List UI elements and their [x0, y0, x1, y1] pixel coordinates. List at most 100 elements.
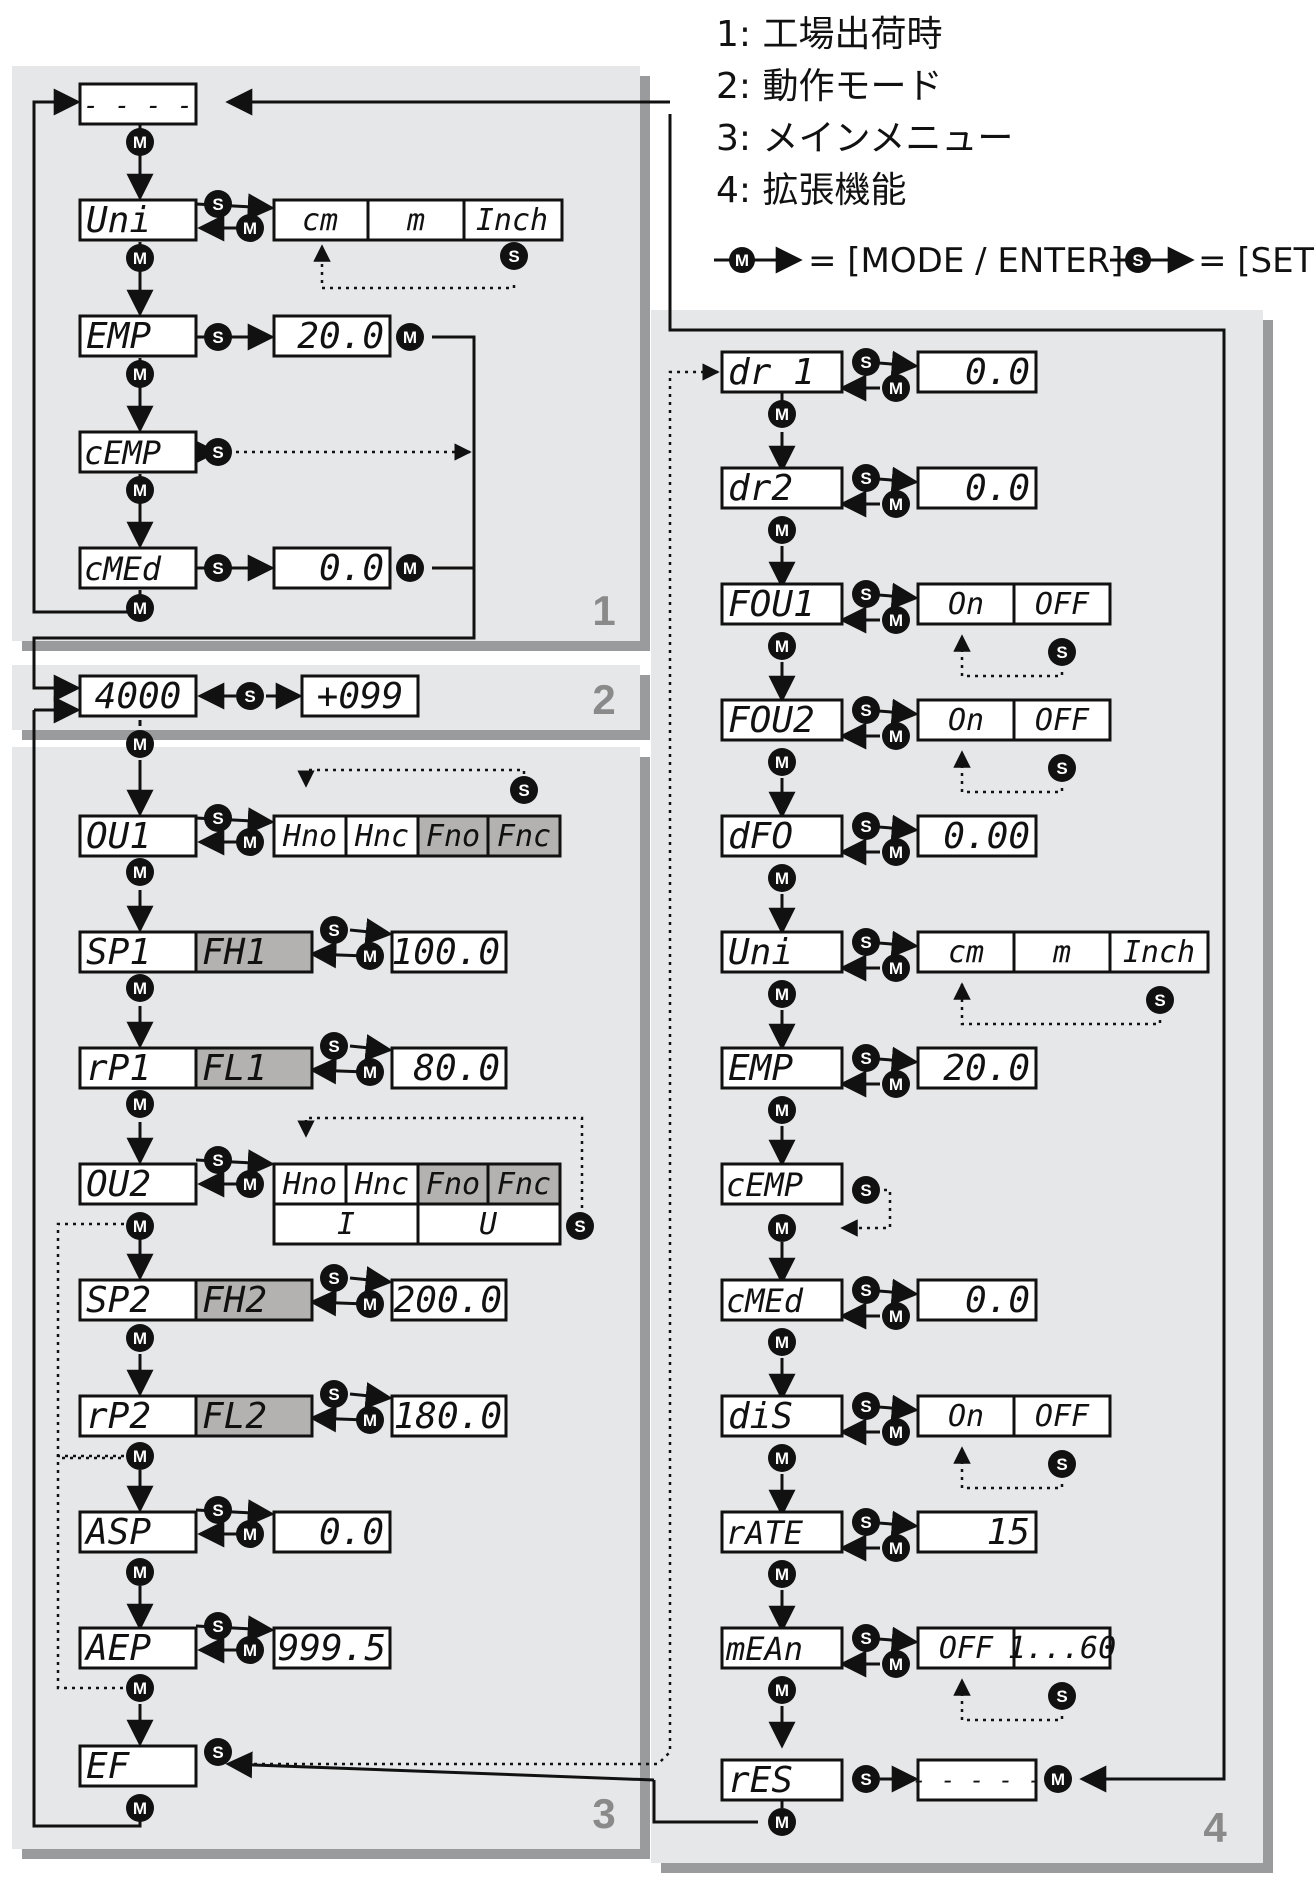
display-rate	[720, 1510, 844, 1554]
display-ef	[78, 1744, 198, 1788]
set-button-icon: S	[852, 580, 880, 608]
display-emp-2	[720, 1046, 844, 1090]
svg-text:M: M	[243, 1175, 257, 1194]
legend: 1: 工場出荷時 2: 動作モード 3: メインメニュー 4: 拡張機能 M =…	[714, 14, 1314, 281]
set-button-icon: S	[852, 1392, 880, 1420]
mode-button-icon: M	[236, 828, 264, 856]
display-dr1-label: dr 1	[728, 352, 815, 393]
display-ou1	[78, 814, 198, 858]
display-ef-label: EF	[86, 1746, 131, 1787]
option-i: I	[337, 1207, 355, 1242]
display-emp-2-value-text: 20.0	[943, 1048, 1030, 1089]
mode-button-icon: M	[126, 594, 154, 622]
svg-text:M: M	[775, 1813, 789, 1832]
display-fh1	[194, 930, 314, 974]
mode-button-icon: M	[768, 632, 796, 660]
svg-text:M: M	[889, 727, 903, 746]
display-dfo-value-text: 0.00	[943, 816, 1030, 857]
svg-text:S: S	[328, 1037, 339, 1056]
svg-text:M: M	[403, 328, 417, 347]
svg-text:S: S	[860, 1513, 871, 1532]
option-fno-2: Fno	[426, 1167, 480, 1202]
mode-button-icon: M	[768, 516, 796, 544]
section-number-3: 3	[592, 1790, 615, 1837]
svg-text:S: S	[860, 469, 871, 488]
display-099	[300, 674, 420, 718]
set-button-icon: S	[852, 1276, 880, 1304]
svg-text:S: S	[212, 443, 223, 462]
svg-text:M: M	[889, 495, 903, 514]
display-asp	[78, 1510, 198, 1554]
svg-text:S: S	[860, 817, 871, 836]
set-button-icon: S	[204, 323, 232, 351]
mode-button-icon: M	[882, 954, 910, 982]
mode-button-icon: M	[882, 1650, 910, 1678]
svg-text:S: S	[212, 1617, 223, 1636]
set-button-icon	[1125, 247, 1151, 273]
legend-item-3: 3: メインメニュー	[716, 118, 1013, 159]
option-hnc-2: Hnc	[354, 1167, 409, 1202]
set-button-icon: S	[204, 1146, 232, 1174]
display-cmed-2-label: cMEd	[726, 1282, 804, 1320]
set-button-icon: S	[204, 190, 232, 218]
svg-text:M: M	[775, 869, 789, 888]
mode-button-icon: M	[882, 374, 910, 402]
set-button-icon: S	[236, 682, 264, 710]
display-aep-value-text: 999.5	[278, 1628, 386, 1669]
section-3: OU1 Hno Hnc Fno Fnc SP1 FH1 100.0 rP1 FL…	[78, 814, 562, 1788]
set-button-icon: S	[204, 1738, 232, 1766]
svg-text:M: M	[775, 637, 789, 656]
set-button-icon: S	[320, 1032, 348, 1060]
display-fou2-label: FOU2	[728, 700, 815, 741]
set-button-icon: S	[320, 1380, 348, 1408]
svg-text:M: M	[775, 985, 789, 1004]
display-aep-value	[272, 1626, 392, 1670]
svg-text:S: S	[860, 585, 871, 604]
svg-text:S: S	[860, 701, 871, 720]
svg-text:S: S	[860, 1281, 871, 1300]
display-mean	[720, 1626, 844, 1670]
mode-button-icon: M	[356, 1290, 384, 1318]
mode-button-icon: M	[126, 1324, 154, 1352]
display-cmed-label: cMEd	[84, 550, 162, 588]
display-uni	[78, 198, 198, 242]
set-button-icon: S	[852, 464, 880, 492]
mode-button-icon: M	[882, 1534, 910, 1562]
display-emp-value	[272, 314, 392, 358]
option-mean-off: OFF	[939, 1631, 994, 1666]
display-rate-value-text: 15	[987, 1512, 1030, 1553]
section-2: 4000 +099	[78, 674, 420, 718]
svg-text:M: M	[889, 1655, 903, 1674]
display-dr2-label: dr2	[728, 468, 793, 509]
display-rp2	[78, 1394, 198, 1438]
mode-button-icon: M	[126, 974, 154, 1002]
svg-text:S: S	[518, 781, 529, 800]
display-emp-2-label: EMP	[728, 1048, 793, 1089]
display-sp1	[78, 930, 198, 974]
display-dr1-value-text: 0.0	[965, 352, 1030, 393]
svg-text:M: M	[775, 521, 789, 540]
mode-button-icon: M	[768, 1328, 796, 1356]
display-dfo-value	[916, 814, 1038, 858]
display-top-text: - - - -	[83, 91, 193, 121]
mode-button-icon: M	[768, 864, 796, 892]
option-hnc: Hnc	[354, 819, 409, 854]
option-u: U	[479, 1207, 498, 1242]
legend-item-4: 4: 拡張機能	[716, 170, 906, 211]
svg-text:S: S	[860, 1181, 871, 1200]
display-rp1-value	[390, 1046, 508, 1090]
set-button-icon: S	[1048, 1450, 1076, 1478]
svg-text:M: M	[133, 599, 147, 618]
mode-button-icon: M	[768, 980, 796, 1008]
display-dis-label: diS	[728, 1396, 793, 1437]
svg-text:M: M	[889, 379, 903, 398]
display-fou1	[720, 582, 844, 626]
display-4000	[78, 674, 198, 718]
mode-button-icon: M	[236, 1170, 264, 1198]
svg-text:M: M	[133, 863, 147, 882]
svg-text:S: S	[328, 1385, 339, 1404]
section-number-2: 2	[592, 676, 615, 723]
set-button-icon: S	[204, 1612, 232, 1640]
